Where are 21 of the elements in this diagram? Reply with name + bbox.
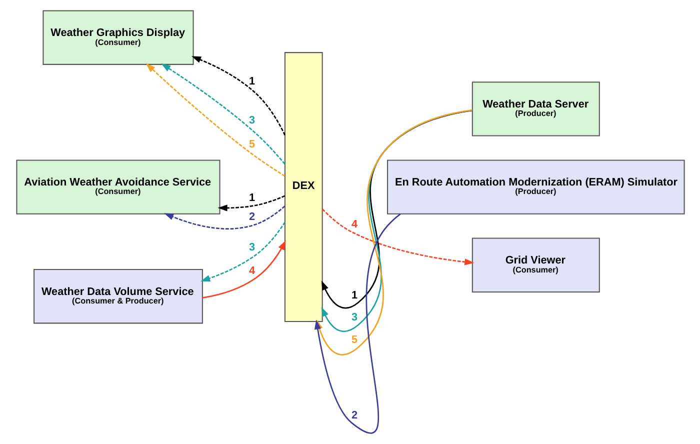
arrow bbox=[202, 240, 286, 298]
arrow bbox=[200, 222, 285, 282]
arrow bbox=[322, 208, 474, 266]
edge-label: 1 bbox=[248, 75, 255, 88]
edge-label: 2 bbox=[248, 211, 255, 224]
node-box: DEX bbox=[284, 52, 322, 322]
edge-label: 3 bbox=[351, 312, 358, 324]
edge-label: 4 bbox=[248, 264, 255, 277]
edge-label: 2 bbox=[351, 409, 358, 422]
edge-label: 1 bbox=[351, 289, 358, 302]
edge-label: 4 bbox=[351, 218, 358, 231]
edge-label: 3 bbox=[248, 242, 255, 254]
edge-label: 5 bbox=[248, 138, 255, 150]
edge-label: 1 bbox=[248, 192, 255, 204]
arrow bbox=[190, 56, 286, 136]
edge-label: 3 bbox=[248, 114, 255, 127]
arrow bbox=[164, 206, 285, 230]
edge-label: 5 bbox=[351, 334, 358, 346]
arrow bbox=[145, 63, 285, 177]
arrow bbox=[160, 63, 285, 164]
arrow bbox=[217, 195, 285, 212]
